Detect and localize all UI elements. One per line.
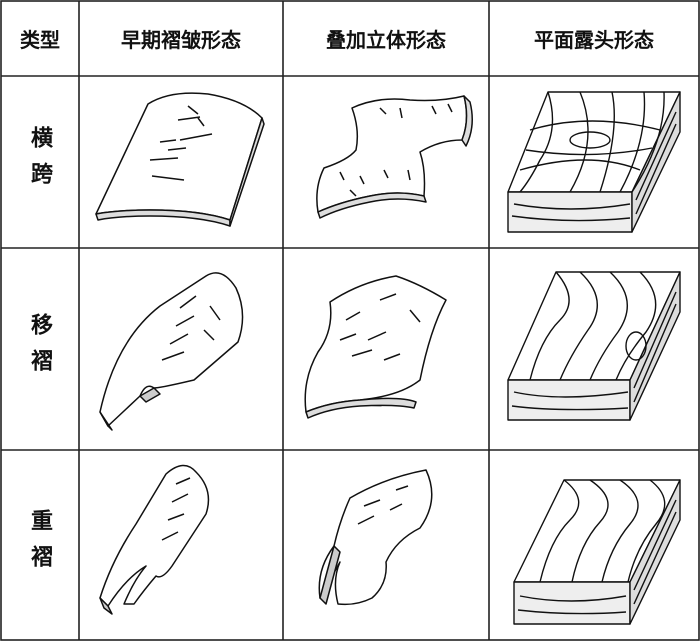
row-label-shift: 移褶 (27, 313, 53, 385)
header-type: 类型 (20, 28, 60, 52)
header-early-fold: 早期褶皱形态 (121, 28, 241, 52)
header-plan-outcrop: 平面露头形态 (534, 28, 654, 52)
header-superposed-3d: 叠加立体形态 (326, 28, 446, 52)
row-label-cross: 横跨 (27, 126, 53, 198)
row-label-refold: 重褶 (27, 509, 53, 581)
